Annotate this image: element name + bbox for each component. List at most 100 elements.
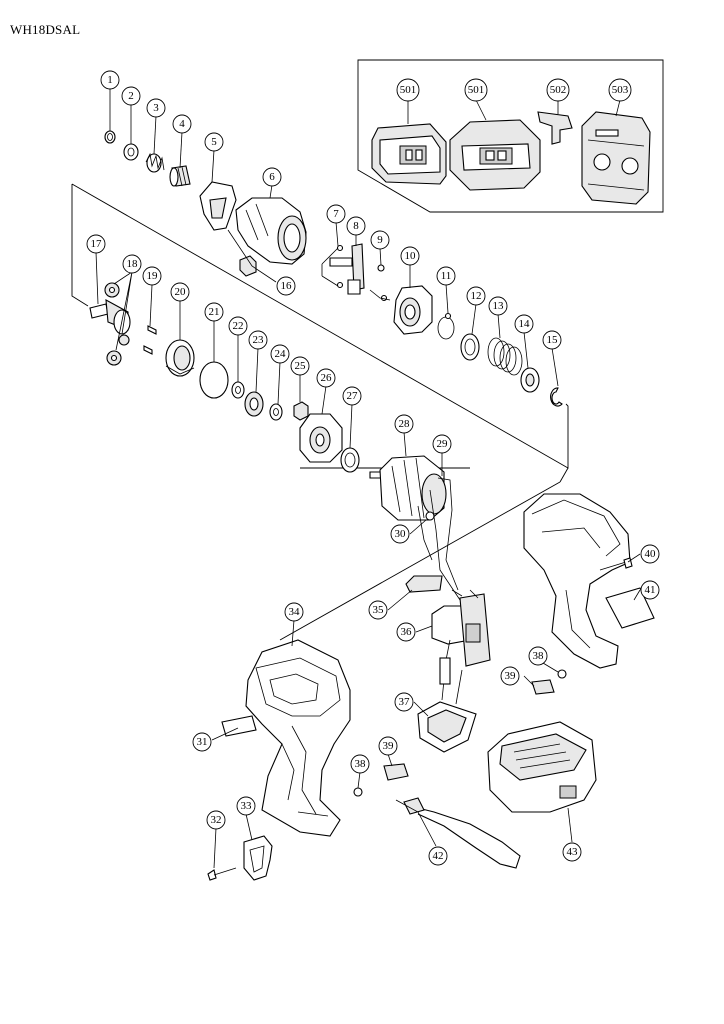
- callout-41: 41: [640, 580, 660, 600]
- svg-text:36: 36: [401, 626, 413, 638]
- callout-13: 13: [488, 296, 508, 316]
- svg-text:5: 5: [211, 136, 217, 148]
- part-3-spring: [145, 152, 165, 173]
- svg-text:42: 42: [433, 850, 444, 862]
- svg-text:25: 25: [295, 360, 307, 372]
- accessory-frame: [357, 59, 664, 213]
- part-33-hook: [243, 835, 273, 881]
- svg-text:11: 11: [441, 270, 452, 282]
- callout-501-a: 501: [396, 78, 420, 102]
- part-39-rubber-b: [531, 679, 555, 695]
- callout-12: 12: [466, 286, 486, 306]
- svg-text:23: 23: [253, 334, 265, 346]
- part-26-gear-cover: [299, 413, 343, 463]
- leader-lines: [95, 88, 641, 869]
- callout-31: 31: [192, 732, 212, 752]
- part-36-switch: [431, 589, 491, 667]
- svg-text:1: 1: [107, 74, 113, 86]
- part-2-washer: [123, 143, 139, 161]
- callout-6: 6: [262, 167, 282, 187]
- part-30-brush: [417, 505, 435, 561]
- callout-38-b: 38: [528, 646, 548, 666]
- model-title: WH18DSAL: [10, 22, 81, 37]
- part-32-screw: [207, 867, 237, 881]
- part-29-wire: [429, 477, 461, 601]
- svg-text:15: 15: [547, 334, 559, 346]
- svg-text:501: 501: [468, 84, 485, 96]
- callout-22: 22: [228, 316, 248, 336]
- svg-text:26: 26: [321, 372, 333, 384]
- callout-30: 30: [390, 524, 410, 544]
- part-4-sleeve: [169, 165, 191, 187]
- part-21-o-ring: [199, 361, 229, 399]
- svg-text:39: 39: [383, 740, 395, 752]
- part-34-housing-left: [245, 639, 351, 837]
- callout-5: 5: [204, 132, 224, 152]
- callout-8: 8: [346, 216, 366, 236]
- callout-39-b: 39: [500, 666, 520, 686]
- part-503-case: [581, 111, 651, 205]
- part-42-strap: [403, 797, 521, 869]
- callout-24: 24: [270, 344, 290, 364]
- part-39-rubber-a: [383, 763, 409, 781]
- svg-text:38: 38: [355, 758, 367, 770]
- svg-text:21: 21: [209, 306, 220, 318]
- part-22-washer: [231, 381, 245, 399]
- svg-text:22: 22: [233, 320, 244, 332]
- svg-text:38: 38: [533, 650, 545, 662]
- svg-text:17: 17: [91, 238, 103, 250]
- part-1-snap-ring: [104, 130, 116, 144]
- svg-text:31: 31: [197, 736, 208, 748]
- svg-text:28: 28: [399, 418, 411, 430]
- part-13-spring: [487, 337, 523, 376]
- callout-21: 21: [204, 302, 224, 322]
- callout-40: 40: [640, 544, 660, 564]
- part-8-spindle: [321, 243, 365, 295]
- callout-23: 23: [248, 330, 268, 350]
- callout-11: 11: [436, 266, 456, 286]
- part-17-spindle: [89, 299, 131, 335]
- part-19-pins: [143, 325, 157, 355]
- part-6-hammer-case: [235, 197, 307, 265]
- svg-text:19: 19: [147, 270, 159, 282]
- svg-text:7: 7: [333, 208, 339, 220]
- callout-29: 29: [432, 434, 452, 454]
- svg-text:10: 10: [405, 250, 417, 262]
- callout-3: 3: [146, 98, 166, 118]
- svg-text:29: 29: [437, 438, 449, 450]
- svg-text:30: 30: [395, 528, 407, 540]
- part-10-hammer: [393, 285, 433, 335]
- callout-19: 19: [142, 266, 162, 286]
- svg-text:41: 41: [645, 584, 656, 596]
- callout-502: 502: [546, 78, 570, 102]
- svg-text:43: 43: [567, 846, 579, 858]
- part-37-controller: [417, 639, 477, 753]
- svg-text:503: 503: [612, 84, 629, 96]
- callout-35: 35: [368, 600, 388, 620]
- part-16-block: [239, 255, 257, 277]
- callout-39-a: 39: [378, 736, 398, 756]
- svg-text:35: 35: [373, 604, 385, 616]
- svg-text:20: 20: [175, 286, 187, 298]
- part-14-washer: [520, 367, 540, 393]
- svg-text:8: 8: [353, 220, 359, 232]
- callout-34: 34: [284, 602, 304, 622]
- part-501-charger-a: [371, 123, 447, 185]
- gear-section-frame: [71, 183, 569, 469]
- part-501-charger-b: [449, 119, 541, 191]
- part-15-clip: [550, 387, 563, 407]
- callout-36: 36: [396, 622, 416, 642]
- callout-1: 1: [100, 70, 120, 90]
- svg-text:9: 9: [377, 234, 383, 246]
- svg-text:16: 16: [281, 280, 293, 292]
- part-28-motor: [369, 455, 447, 521]
- callout-16: 16: [276, 276, 296, 296]
- svg-text:32: 32: [211, 814, 222, 826]
- svg-text:501: 501: [400, 84, 417, 96]
- callout-18: 18: [122, 254, 142, 274]
- part-12-washer: [460, 333, 480, 361]
- callout-37: 37: [394, 692, 414, 712]
- svg-text:39: 39: [505, 670, 517, 682]
- callout-27: 27: [342, 386, 362, 406]
- callout-bubbles: 1 2 3 4 5 6 7 8 9 10 11 12 13 14 15 16 1…: [86, 70, 660, 866]
